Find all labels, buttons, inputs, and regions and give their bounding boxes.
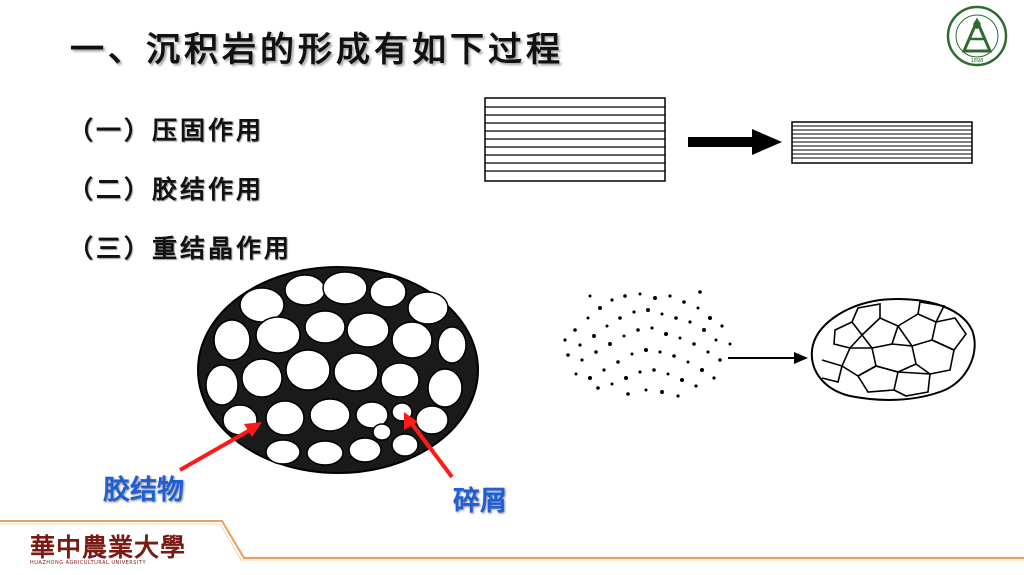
item-cementation: （二）胶结作用 <box>68 175 265 204</box>
university-name-en: HUAZHONG AGRICULTURAL UNIVERSITY <box>30 560 147 566</box>
recrystallization-arrow <box>728 352 808 364</box>
university-seal-icon: 1898 <box>946 5 1008 67</box>
debris-label: 碎屑 <box>453 486 507 517</box>
seal-year: 1898 <box>971 58 984 64</box>
debris-pointer-arrow <box>404 412 454 479</box>
fine-particles-diagram <box>563 290 732 398</box>
item-recrystallization: （三）重结晶作用 <box>68 234 293 263</box>
loose-layers-diagram <box>484 97 666 182</box>
compacted-layers-diagram <box>791 121 973 164</box>
cementation-diagram <box>197 266 479 474</box>
cement-label: 胶结物 <box>103 475 184 506</box>
slide-title: 一、沉积岩的形成有如下过程 <box>70 30 564 70</box>
crystal-mosaic-diagram <box>810 298 976 401</box>
item-compaction: （一）压固作用 <box>68 116 265 145</box>
university-name: 華中農業大學 <box>30 533 187 562</box>
right-arrow-icon <box>688 129 782 155</box>
cement-pointer-arrow <box>179 422 262 472</box>
